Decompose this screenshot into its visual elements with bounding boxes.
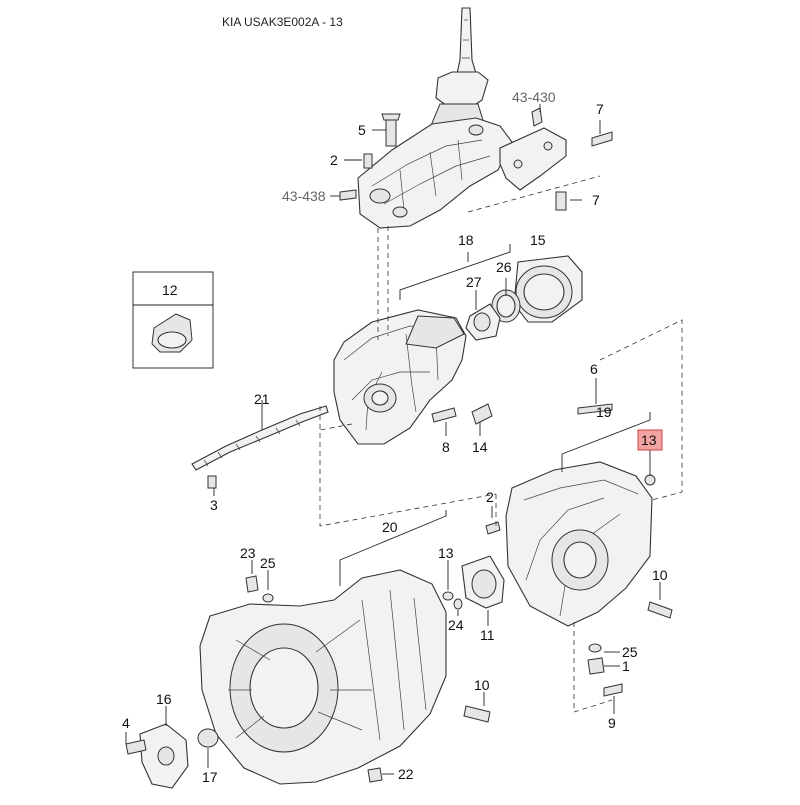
callout-2[interactable]: 2 bbox=[330, 152, 338, 168]
callout-25[interactable]: 25 bbox=[622, 644, 638, 660]
callout-18[interactable]: 18 bbox=[458, 232, 474, 248]
callout-11[interactable]: 11 bbox=[480, 627, 495, 643]
callout-1[interactable]: 1 bbox=[622, 658, 630, 674]
callout-5[interactable]: 5 bbox=[358, 122, 366, 138]
transfer-case-right bbox=[505, 461, 656, 627]
callout-13-highlight bbox=[637, 429, 663, 451]
callout-21[interactable]: 21 bbox=[254, 391, 270, 407]
callout-12[interactable]: 12 bbox=[162, 282, 178, 298]
oil-seal-rings bbox=[465, 255, 583, 341]
right-small-parts bbox=[485, 521, 673, 697]
callout-13[interactable]: 13 bbox=[641, 432, 657, 448]
callout-4[interactable]: 4 bbox=[122, 715, 130, 731]
callout-labels: 43-430 7 5 2 43-438 7 18 15 27 26 12 6 1… bbox=[122, 89, 668, 785]
callout-15[interactable]: 15 bbox=[530, 232, 546, 248]
callout-7[interactable]: 7 bbox=[592, 192, 600, 208]
callout-26[interactable]: 26 bbox=[496, 259, 512, 275]
assembly-guide-lines bbox=[319, 175, 683, 713]
bottom-small-parts bbox=[125, 575, 491, 789]
bearing-retainer bbox=[461, 555, 505, 609]
callout-27[interactable]: 27 bbox=[466, 274, 482, 290]
callout-20[interactable]: 20 bbox=[382, 519, 398, 535]
middle-bolts bbox=[431, 403, 613, 425]
callout-17[interactable]: 17 bbox=[202, 769, 218, 785]
top-cover bbox=[357, 117, 513, 229]
callout-10[interactable]: 10 bbox=[652, 567, 668, 583]
callout-6[interactable]: 6 bbox=[590, 361, 598, 377]
callout-3[interactable]: 3 bbox=[210, 497, 218, 513]
callout-13[interactable]: 13 bbox=[438, 545, 454, 561]
part-12-inset bbox=[132, 271, 214, 369]
diagram-title: KIA USAK3E002A - 13 bbox=[222, 15, 343, 29]
callout-25[interactable]: 25 bbox=[260, 555, 276, 571]
callout-9[interactable]: 9 bbox=[608, 715, 616, 731]
callout-43-438[interactable]: 43-438 bbox=[282, 188, 326, 204]
callout-16[interactable]: 16 bbox=[156, 691, 172, 707]
callout-43-430[interactable]: 43-430 bbox=[512, 89, 556, 105]
callout-7[interactable]: 7 bbox=[596, 101, 604, 117]
part-21-rod bbox=[191, 405, 329, 489]
callout-10[interactable]: 10 bbox=[474, 677, 490, 693]
callout-19[interactable]: 19 bbox=[596, 404, 612, 420]
callout-2[interactable]: 2 bbox=[486, 489, 494, 505]
callout-24[interactable]: 24 bbox=[448, 617, 464, 633]
callout-23[interactable]: 23 bbox=[240, 545, 256, 561]
clutch-housing bbox=[199, 569, 447, 785]
extension-housing bbox=[333, 309, 467, 445]
top-cover-small-parts bbox=[339, 113, 613, 211]
callout-22[interactable]: 22 bbox=[398, 766, 414, 782]
callout-8[interactable]: 8 bbox=[442, 439, 450, 455]
leader-lines bbox=[125, 104, 661, 775]
shift-lever-bracket bbox=[499, 107, 567, 191]
callout-14[interactable]: 14 bbox=[472, 439, 488, 455]
